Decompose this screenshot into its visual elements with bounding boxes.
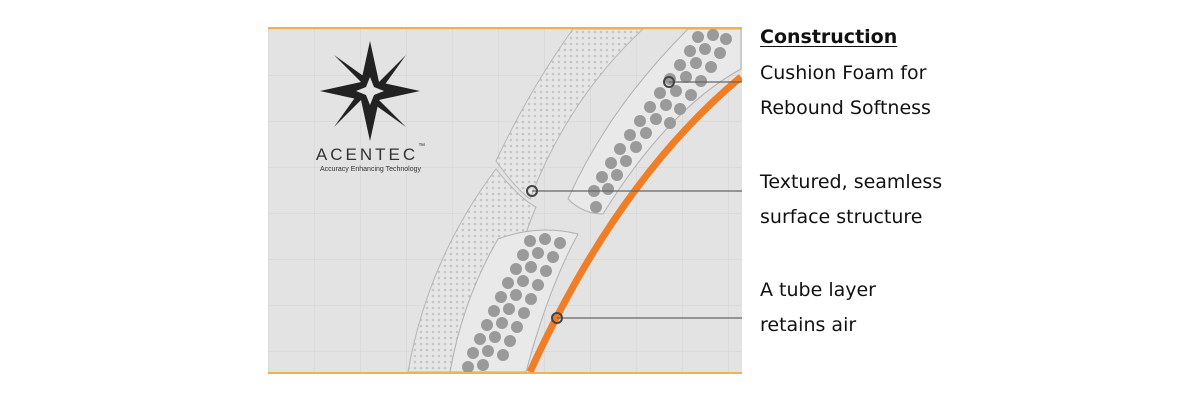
callout-connectors: [532, 81, 742, 319]
brand-trademark: ™: [418, 143, 426, 150]
marker-foam: [663, 76, 675, 88]
callout-line: Textured, seamless: [760, 171, 943, 193]
foam-balls-lower: [462, 233, 566, 372]
callout-line: Rebound Softness: [760, 97, 931, 119]
callout-line: retains air: [760, 314, 857, 336]
marker-tube: [551, 312, 563, 324]
brand-wordmark: ACENTEC™: [268, 143, 473, 165]
textured-shell-upper: [495, 29, 644, 200]
callout-label-surface: Textured, seamless surface structure: [760, 165, 942, 235]
foam-balls-upper: [588, 29, 732, 213]
construction-diagram: ACENTEC™ Accuracy Enhancing Technology: [268, 27, 742, 374]
callout-line: Cushion Foam for: [760, 62, 927, 84]
callout-label-tube: A tube layer retains air: [760, 273, 876, 343]
marker-surface: [526, 185, 538, 197]
callout-line: surface structure: [760, 206, 923, 228]
section-title: Construction: [760, 26, 898, 48]
brand-tagline: Accuracy Enhancing Technology: [319, 166, 422, 173]
callout-label-foam: Cushion Foam for Rebound Softness: [760, 56, 931, 126]
callout-markers: [526, 76, 675, 324]
four-point-star-icon: [320, 41, 420, 141]
cross-section-illustration: [268, 29, 742, 372]
brand-name: ACENTEC: [315, 145, 419, 164]
callout-line: A tube layer: [760, 279, 876, 301]
